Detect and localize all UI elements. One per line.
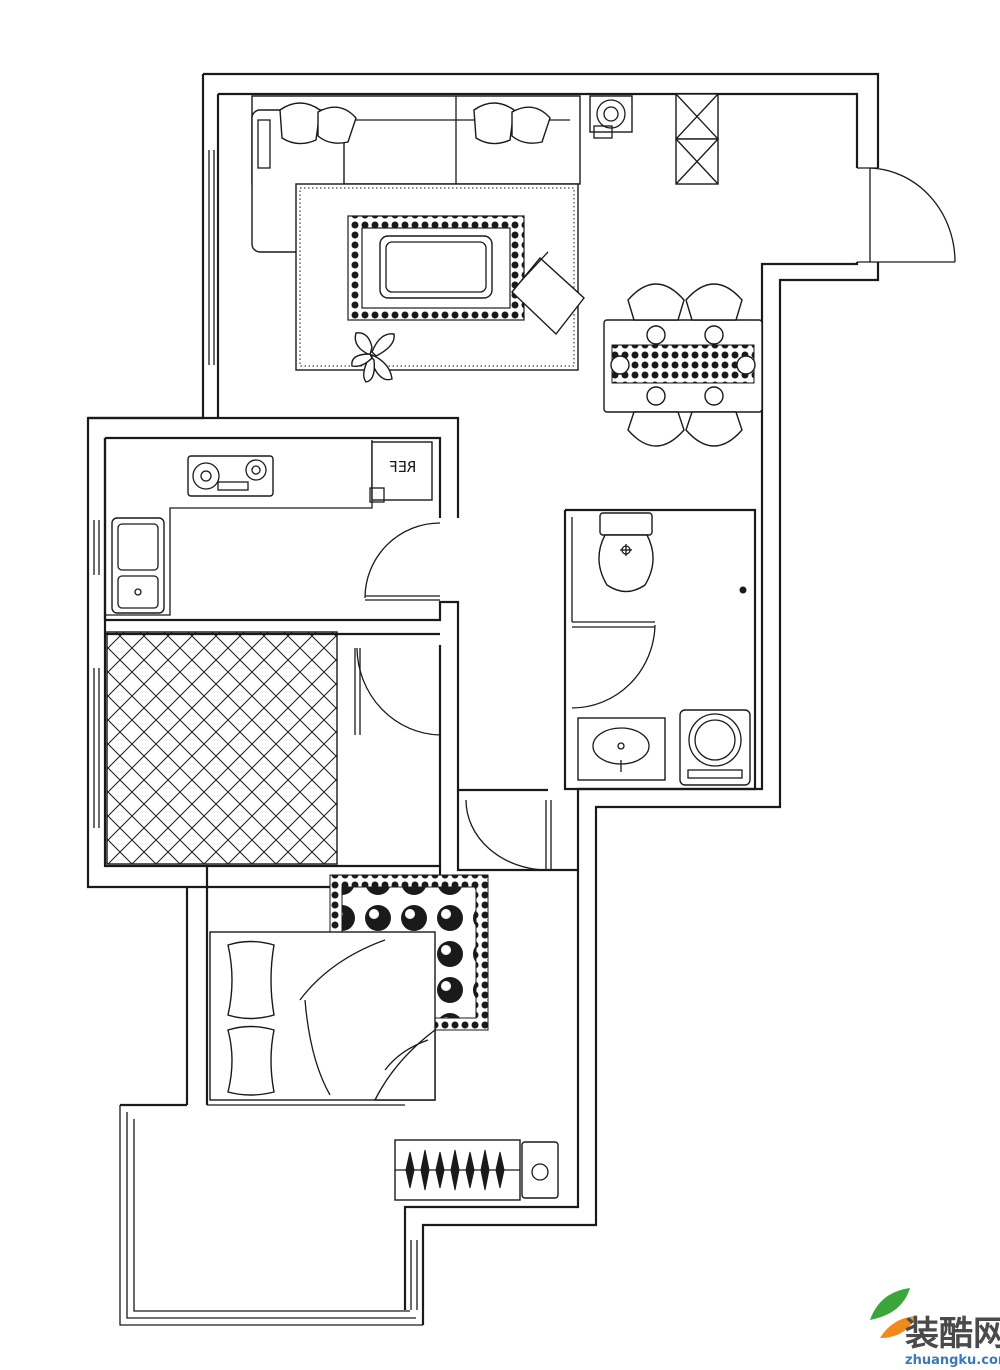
armchair-icon [279,102,551,145]
watermark-url: zhuangku.com [905,1353,1000,1368]
washing-machine-icon [679,709,751,786]
toilet-icon [598,512,654,593]
watermark-brand: 装酷网 [905,1314,1000,1354]
window-icon [202,150,215,365]
stove-icon [187,455,274,497]
bedroom-floor [106,631,338,865]
plant-icon [351,332,395,383]
door-icon [354,647,441,736]
floor-drain-icon [739,586,747,594]
kitchen-walls [88,416,460,645]
coffee-table-icon [379,235,493,299]
armchair-icon [511,251,585,336]
dining-table-icon [603,319,763,413]
washbasin-icon [577,717,666,781]
cabinet-icon [675,93,719,185]
door-icon [571,621,656,709]
window-icon [87,520,100,575]
wardrobe-icon [394,1139,559,1201]
watermark: 装酷网 zhuangku.com [870,1288,1000,1368]
bathroom-walls [563,508,757,791]
window-icon [404,1240,418,1310]
chair-icon [627,283,743,447]
cabinet-icon [589,95,633,139]
sink-icon [111,517,165,614]
pillow-icon [227,1025,275,1096]
window-icon [87,668,100,828]
pillow-icon [227,940,275,1020]
logo-leaf-icon [870,1288,916,1338]
door-icon [857,167,956,263]
door-icon [364,522,441,601]
refrigerator-icon: REF [369,441,433,503]
door-icon [465,799,552,871]
fridge-label: REF [389,458,416,476]
